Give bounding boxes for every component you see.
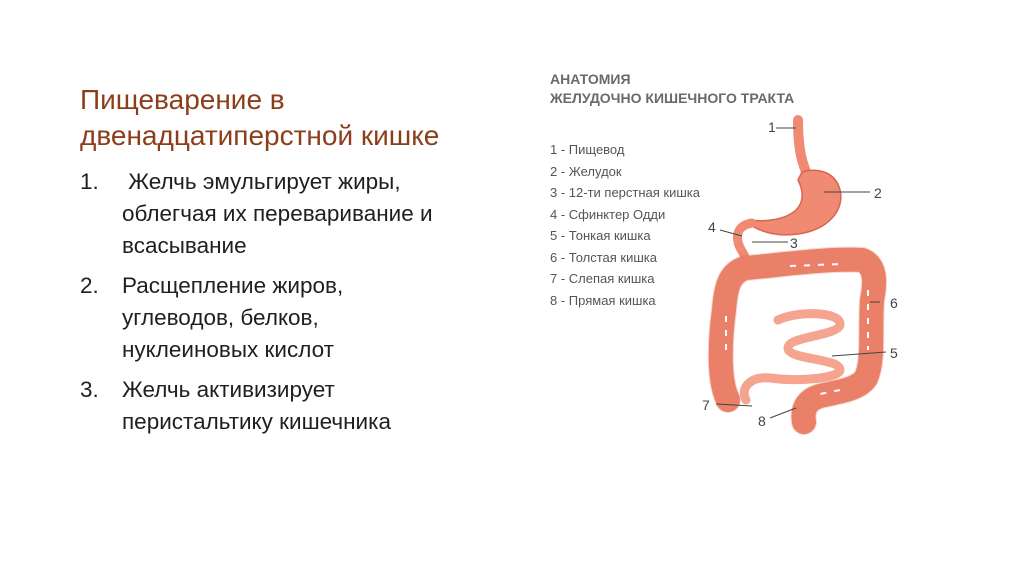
leader-lines [715, 127, 887, 419]
slide-title: Пищеварение в двенадцатиперстной кишке [80, 82, 520, 154]
diagram-title-line-2: ЖЕЛУДОЧНО КИШЕЧНОГО ТРАКТА [550, 90, 795, 106]
list-item-text: Расщепление жиров, углеводов, белков, ну… [122, 270, 520, 366]
marker-4: 4 [708, 219, 716, 235]
marker-3: 3 [790, 235, 798, 251]
list-item-line: Желчь активизирует [122, 377, 335, 402]
list-item: 3. Желчь активизирует перистальтику кише… [80, 374, 520, 438]
flow-arrows [725, 263, 869, 395]
stomach-shape [748, 169, 842, 236]
large-intestine-outline [707, 246, 888, 435]
legend-item: 7 - Слепая кишка [550, 271, 655, 286]
list-item-number: 2. [80, 273, 99, 298]
list-item-text: Желчь эмульгирует жиры, облегчая их пере… [122, 166, 520, 262]
list-item-line: облегчая их переваривание и [122, 201, 433, 226]
slide-title-line-1: Пищеварение в [80, 84, 285, 115]
bullet-list: 1. Желчь эмульгирует жиры, облегчая их п… [80, 166, 520, 446]
marker-1: 1 [768, 119, 776, 135]
diagram-title: АНАТОМИЯ ЖЕЛУДОЧНО КИШЕЧНОГО ТРАКТА [550, 70, 794, 108]
legend-item: 6 - Толстая кишка [550, 249, 658, 265]
list-item: 1. Желчь эмульгирует жиры, облегчая их п… [80, 166, 520, 262]
list-item-text: Желчь активизирует перистальтику кишечни… [122, 374, 520, 438]
legend-item: 3 - 12-ти перстная кишка [550, 185, 700, 200]
digestive-tract-illustration: 1 2 3 4 5 6 7 8 [702, 115, 898, 435]
diagram-markers: 1 2 3 4 5 6 7 8 [702, 119, 898, 429]
diagram-title-line-1: АНАТОМИЯ [550, 71, 631, 87]
list-item: 2. Расщепление жиров, углеводов, белков,… [80, 270, 520, 366]
legend-item: 5 - Тонкая кишка [550, 228, 651, 243]
large-intestine-shape [708, 247, 887, 434]
list-item-line: углеводов, белков, [122, 305, 319, 330]
marker-8: 8 [758, 413, 766, 429]
small-intestine-shape [739, 309, 845, 405]
legend-item: 1 - Пищевод [550, 142, 625, 157]
legend-item: 4 - Сфинктер Одди [550, 206, 666, 222]
legend-item: 8 - Прямая кишка [550, 292, 656, 308]
marker-5: 5 [890, 345, 898, 361]
legend-item: 2 - Желудок [550, 163, 622, 179]
list-item-line: всасывание [122, 233, 247, 258]
anatomy-diagram: 1 2 3 4 5 6 7 8 АНАТОМИЯ ЖЕЛУДОЧНО КИШЕЧ… [540, 60, 940, 460]
list-item-line: Желчь эмульгирует жиры, [122, 169, 401, 194]
diagram-legend: 1 - Пищевод 2 - Желудок 3 - 12-ти перстн… [550, 139, 700, 311]
list-item-number: 1. [80, 169, 99, 194]
list-item-line: нуклеиновых кислот [122, 337, 334, 362]
list-item-number: 3. [80, 377, 99, 402]
list-item-line: перистальтику кишечника [122, 409, 391, 434]
marker-6: 6 [890, 295, 898, 311]
marker-7: 7 [702, 397, 710, 413]
list-item-line: Расщепление жиров, [122, 273, 344, 298]
marker-2: 2 [874, 185, 882, 201]
slide-title-line-2: двенадцатиперстной кишке [80, 120, 440, 151]
